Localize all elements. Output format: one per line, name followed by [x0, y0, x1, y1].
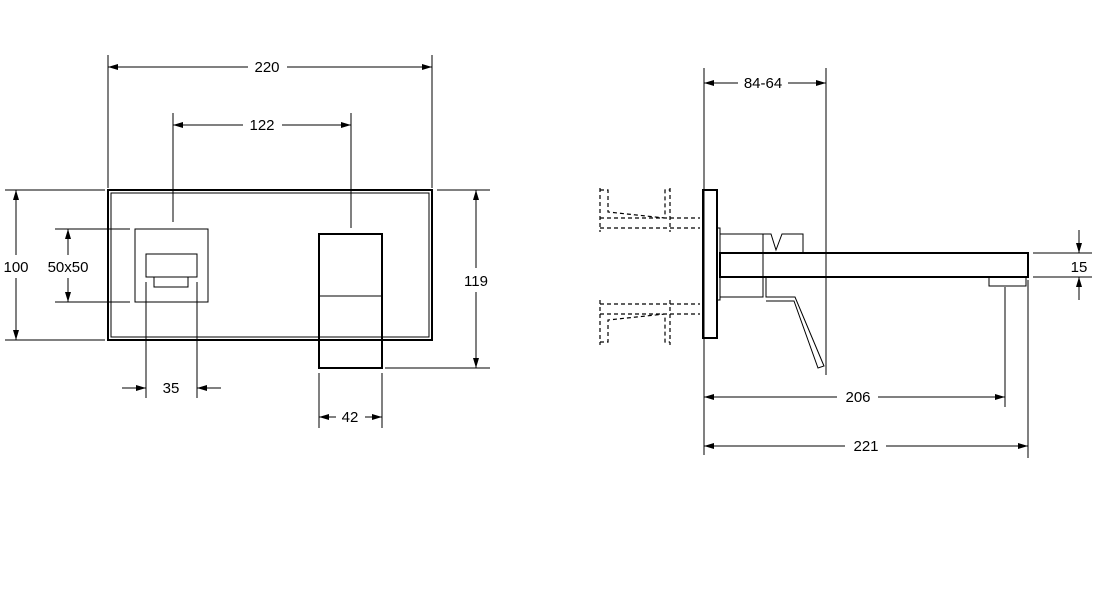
handle-plate	[134, 228, 209, 303]
dimension-label: 100	[3, 259, 28, 276]
dimension-42: 42	[318, 373, 383, 428]
wall-plate-side	[702, 189, 718, 339]
dimension-label: 206	[845, 389, 870, 406]
dimension-label: 220	[254, 59, 279, 76]
aerator	[988, 276, 1027, 287]
dimension-15: 15	[1033, 230, 1092, 300]
lever-handle	[765, 277, 825, 369]
dimension-label: 35	[163, 380, 180, 397]
wall-plate	[107, 189, 433, 341]
dimension-label: 221	[853, 438, 878, 455]
spout-side	[719, 252, 1029, 278]
dimension-220: 220	[107, 55, 433, 188]
dimension-100: 100	[3, 189, 105, 341]
lever-top	[763, 233, 804, 253]
side-view: 84-64 15 206 221	[599, 68, 1092, 458]
handle	[145, 253, 198, 278]
dimension-label: 50x50	[48, 259, 89, 276]
dimension-label: 15	[1071, 259, 1088, 276]
concealed-body-dashed	[599, 188, 700, 345]
dimension-label: 84-64	[744, 75, 782, 92]
front-view: 220 122 100 50x50	[3, 55, 490, 428]
dimension-206: 206	[704, 287, 1006, 407]
dimension-119: 119	[385, 189, 490, 369]
dimension-84-64: 84-64	[703, 68, 827, 455]
dimension-35: 35	[122, 282, 221, 398]
dimension-label: 42	[342, 409, 359, 426]
dimension-label: 119	[464, 273, 488, 290]
mixer-body	[719, 233, 764, 298]
dimension-122: 122	[172, 113, 352, 228]
dimension-label: 122	[249, 117, 274, 134]
spout-front	[318, 233, 383, 369]
dimension-50x50: 50x50	[48, 228, 130, 303]
dimension-221: 221	[704, 280, 1029, 458]
